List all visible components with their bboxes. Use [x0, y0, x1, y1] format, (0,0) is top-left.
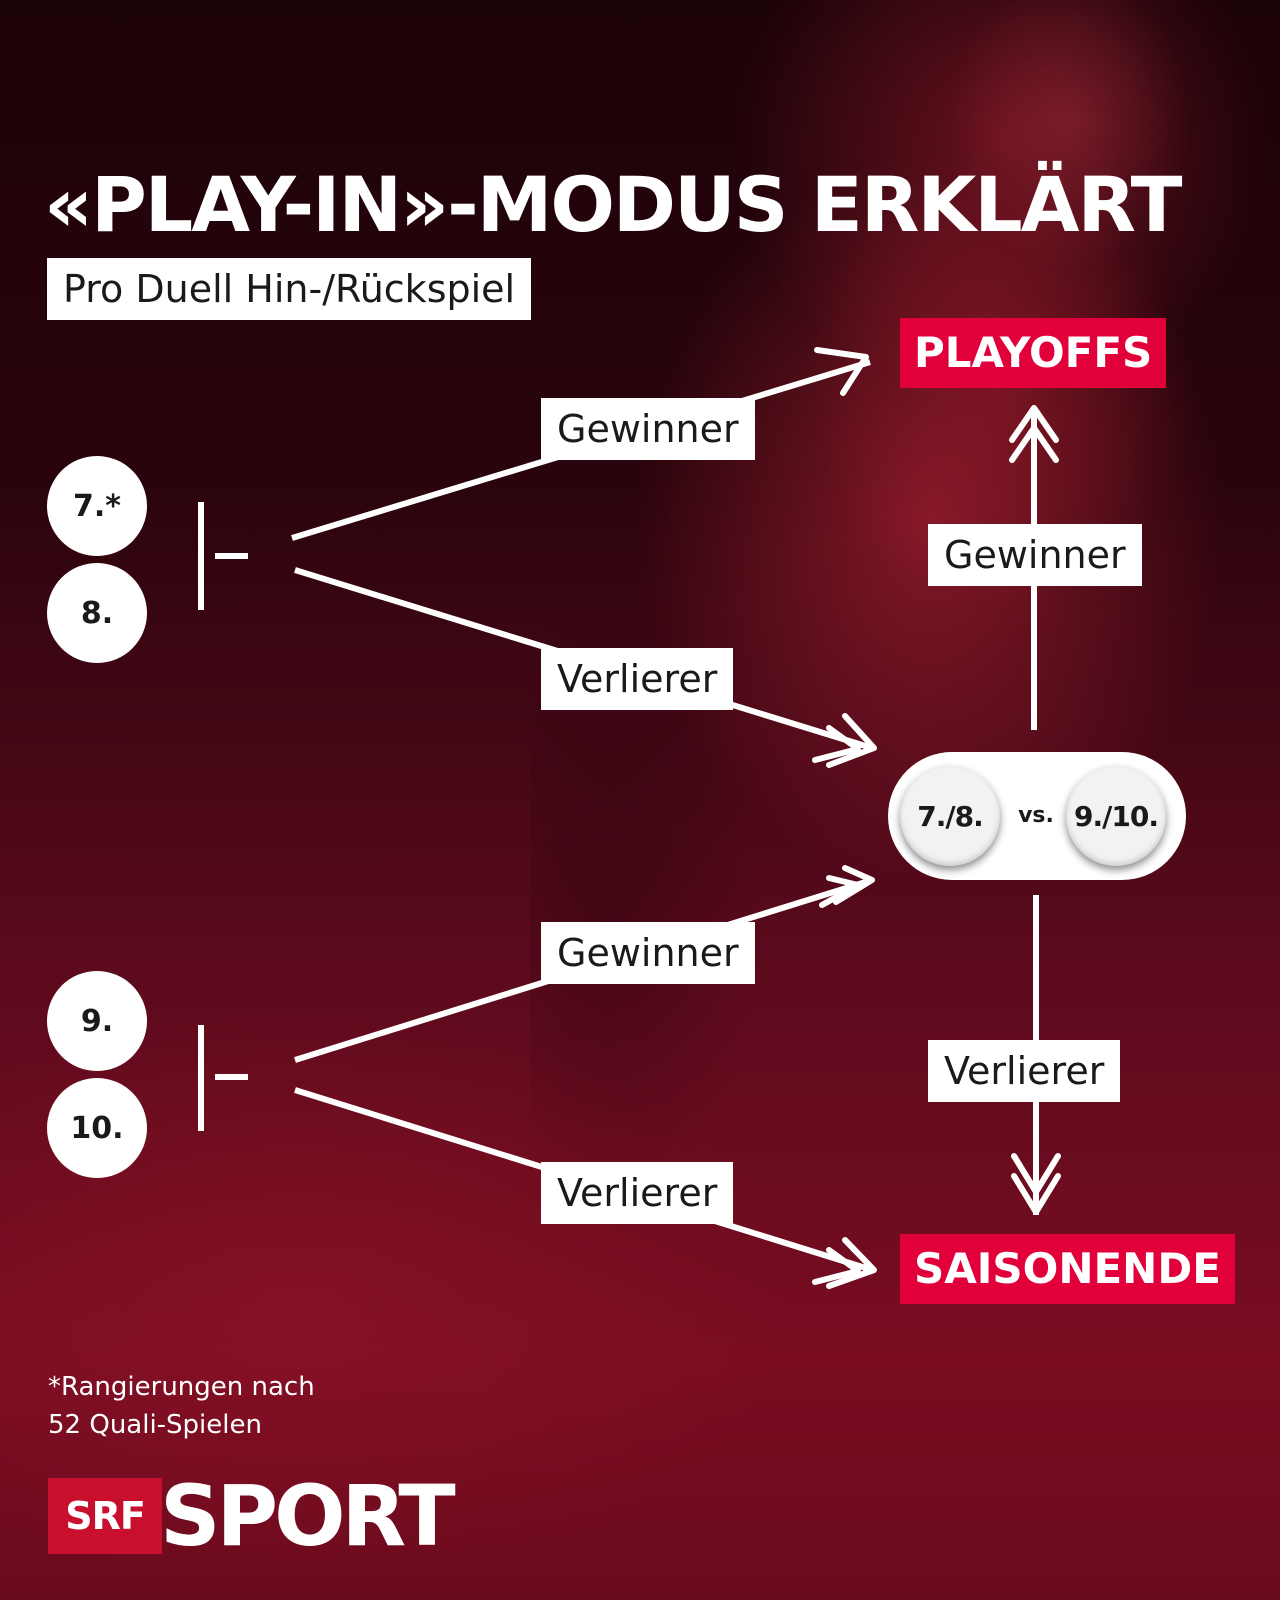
match-vs-label: vs.: [1018, 803, 1054, 828]
seed-badge-bottom-a: 9.: [47, 971, 147, 1071]
label-final-loser: Verlierer: [928, 1040, 1121, 1102]
playin-match-pill: 7./8. vs. 9./10.: [888, 752, 1186, 880]
arrowhead-final-loser: [1011, 1173, 1061, 1215]
arrowhead-top-loser-2: [812, 725, 861, 763]
page-title: «PLAY-IN»-MODUS ERKLÄRT: [44, 160, 1182, 249]
arrowhead-bottom-winner: [833, 865, 875, 905]
arrowhead-top-winner: [814, 347, 869, 396]
arrowhead-final-winner-2: [1009, 425, 1059, 463]
arrowhead-final-winner: [1009, 405, 1059, 443]
seed-badge-top-b: 8.: [47, 563, 147, 663]
logo-sport-text: SPORT: [160, 1467, 456, 1565]
arrowhead-bottom-loser: [826, 1237, 877, 1289]
outcome-playoffs-badge: PLAYOFFS: [900, 318, 1167, 388]
outcome-season-end-badge: SAISONENDE: [900, 1234, 1235, 1304]
arrowhead-bottom-loser-2: [812, 1247, 861, 1285]
match-team-right: 9./10.: [1066, 766, 1166, 866]
label-bottom-winner: Gewinner: [541, 922, 755, 984]
label-top-winner: Gewinner: [541, 398, 755, 460]
logo-srf-box: SRF: [48, 1478, 162, 1554]
arrowhead-bottom-winner-2: [819, 875, 861, 908]
seed-badge-bottom-b: 10.: [47, 1078, 147, 1178]
match-team-left: 7./8.: [900, 766, 1000, 866]
footnote-line-1: *Rangierungen nach: [48, 1372, 315, 1402]
footnote-line-2: 52 Quali-Spielen: [48, 1410, 262, 1440]
label-bottom-loser: Verlierer: [541, 1162, 734, 1224]
subtitle-label: Pro Duell Hin-/Rückspiel: [47, 258, 532, 320]
arrowhead-final-loser-2: [1011, 1153, 1061, 1195]
footnote: *Rangierungen nach 52 Quali-Spielen: [48, 1368, 468, 1444]
seed-badge-top-a: 7.*: [47, 456, 147, 556]
arrowhead-top-loser: [826, 713, 877, 768]
label-top-loser: Verlierer: [541, 648, 734, 710]
label-final-winner: Gewinner: [928, 524, 1142, 586]
